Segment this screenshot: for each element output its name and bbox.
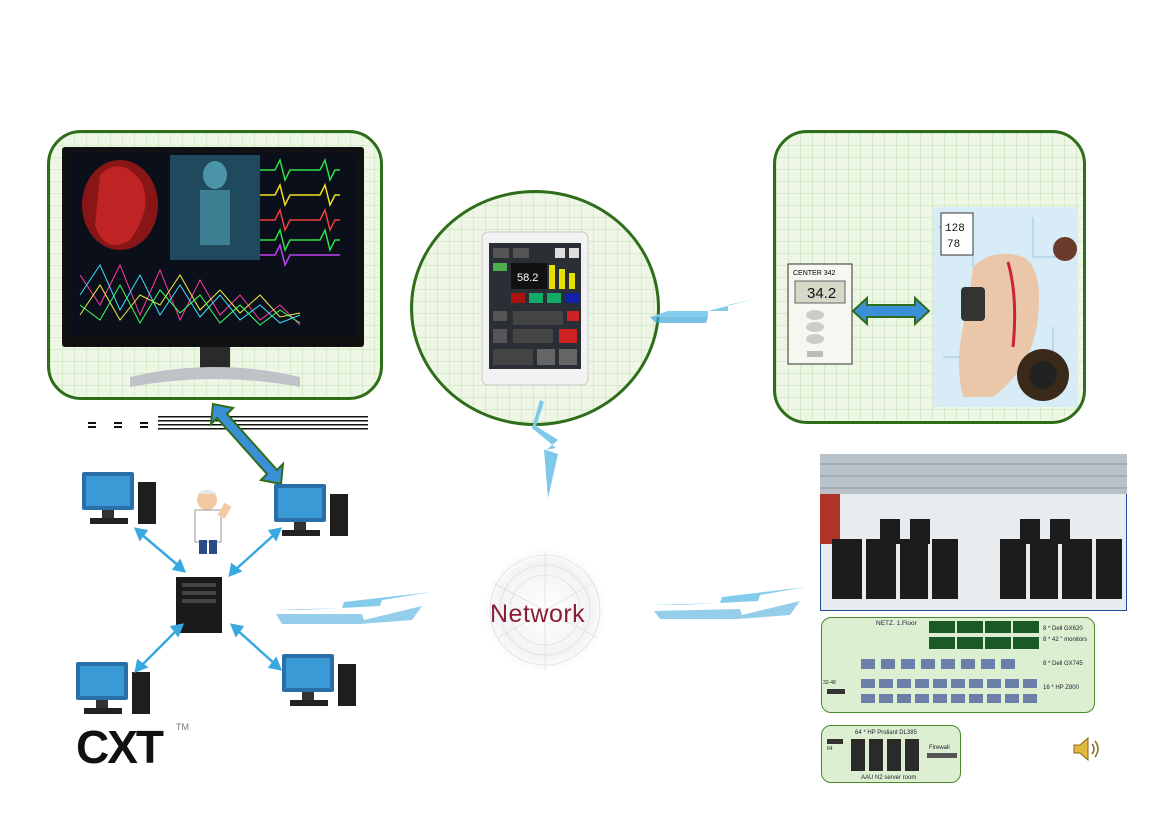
bp-systolic: 128: [945, 223, 965, 235]
servers-label: 64 * HP Proliant DL385: [855, 730, 918, 736]
arrow-icon: [532, 400, 558, 498]
tablet-value: 58.2: [517, 272, 538, 284]
arrow-icon: [851, 296, 931, 326]
group1b-label: 8 * 42 " monitors: [1043, 637, 1087, 643]
thermometer-brand: CENTER 342: [793, 270, 836, 277]
arm-sensor-icon: 128 78: [933, 207, 1078, 407]
computer-icon: [82, 472, 156, 524]
hub-arrows: [133, 527, 283, 674]
cxt-logo: CXT: [76, 721, 164, 773]
arrow-icon: [654, 587, 806, 619]
monitor-icon: [62, 147, 364, 387]
arrow-icon: [276, 592, 432, 624]
room-label: AAU N2 server room: [861, 775, 916, 781]
arrow-icon: [650, 299, 754, 323]
switch-label: 32-48: [823, 680, 836, 686]
computer-icon: [282, 654, 356, 706]
trademark: TM: [176, 722, 189, 732]
firewall-label: Firewall: [929, 745, 950, 751]
group3-label: 16 * HP Z800: [1043, 685, 1080, 691]
floor-diagram-content: NETZ. 1.Floor 8 * Dell GX620 8 * 42 " mo…: [823, 620, 1087, 703]
monitor-caption-decor: [88, 412, 368, 432]
speaker-icon[interactable]: [1071, 734, 1101, 764]
doctor-icon: [194, 490, 232, 554]
server-room-content: 64 * HP Proliant DL385 Firewall 64 AAU N…: [827, 730, 957, 781]
group1-label: 8 * Dell GX620: [1043, 626, 1083, 632]
thermometer-icon: CENTER 342 34.2: [787, 263, 853, 365]
arrow-icon: [209, 402, 285, 486]
count64-label: 64: [827, 746, 833, 752]
floor-label: NETZ. 1.Floor: [876, 620, 918, 627]
network-cloud-icon: [483, 548, 607, 672]
datacenter-photo: [820, 454, 1127, 611]
server-icon: [176, 577, 222, 633]
computer-icon: [274, 484, 348, 536]
computer-icon: [76, 662, 150, 714]
bp-diastolic: 78: [947, 239, 960, 251]
thermometer-reading: 34.2: [807, 285, 836, 302]
group2-label: 8 * Dell GX745: [1043, 661, 1083, 667]
network-label: Network: [490, 600, 586, 628]
tablet-icon: 58.2: [481, 231, 589, 386]
